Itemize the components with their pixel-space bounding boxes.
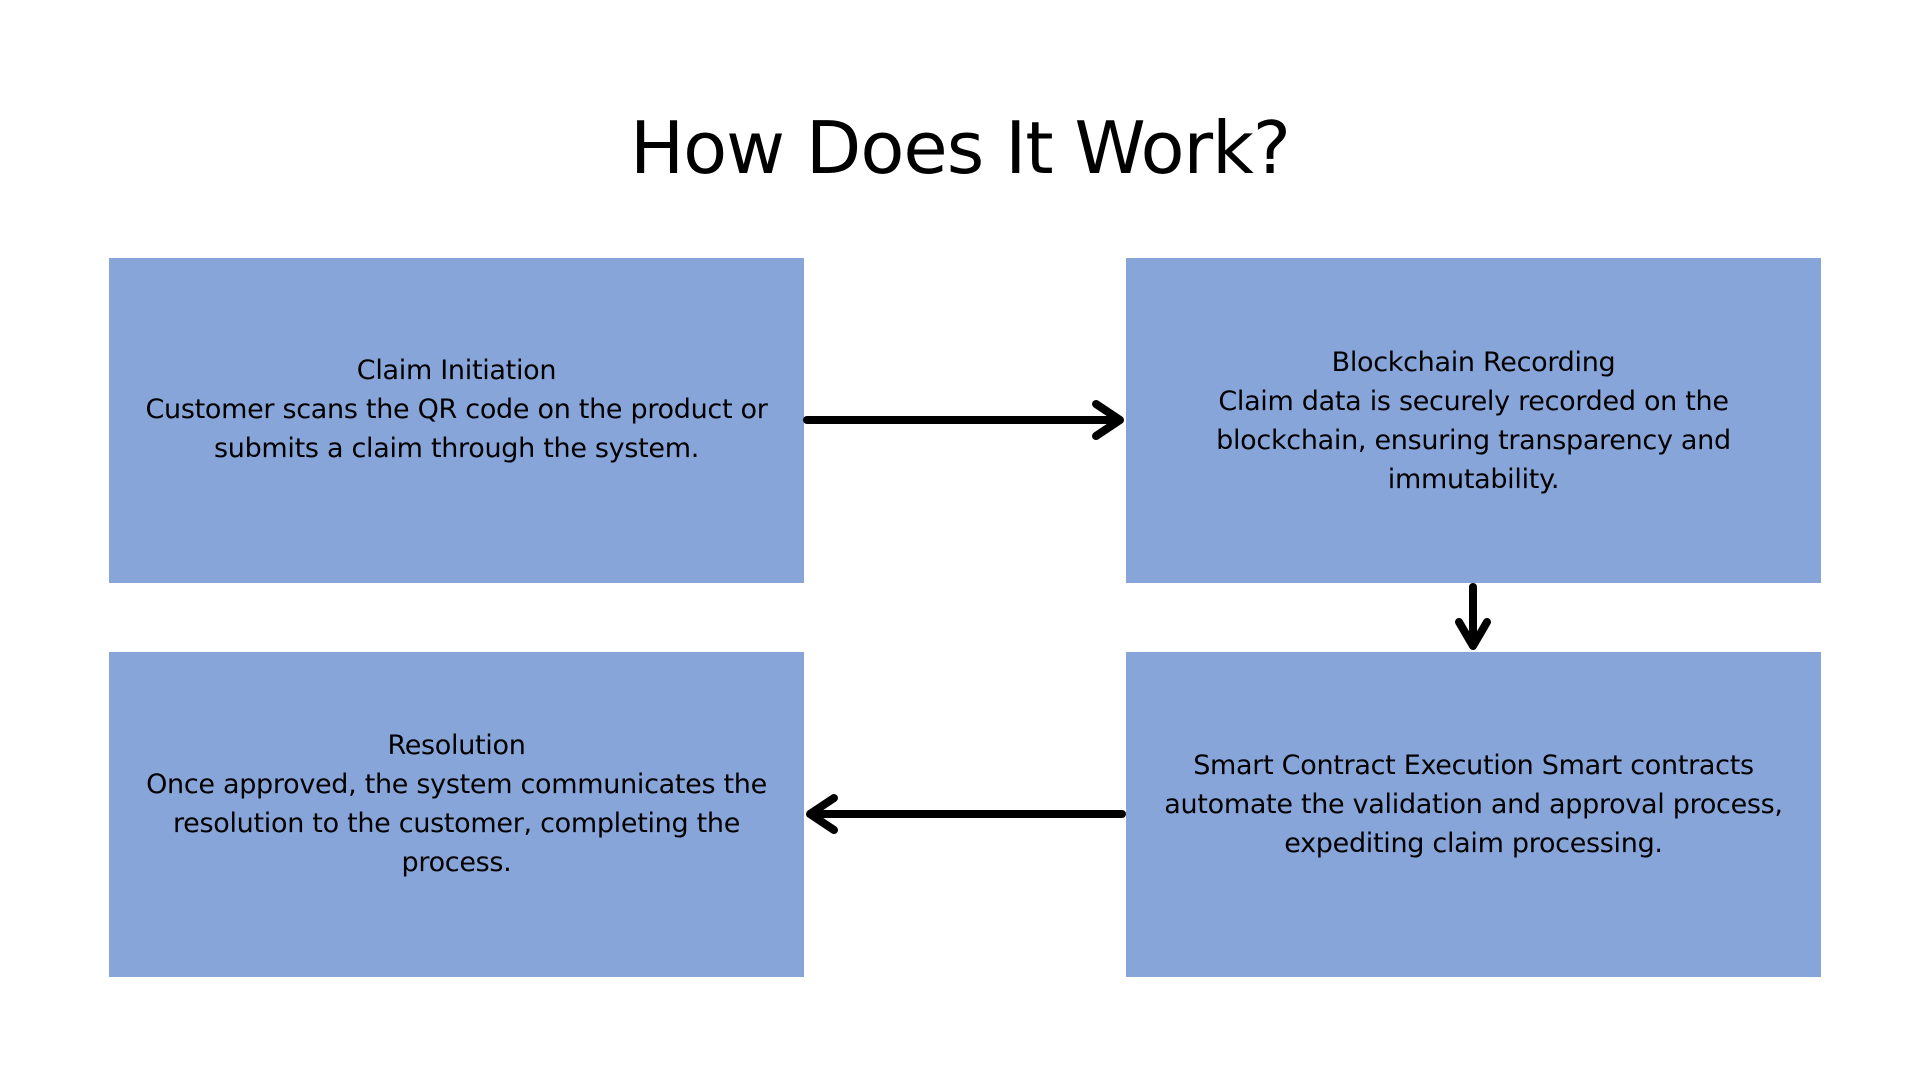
step-text: Blockchain Recording Claim data is secur… [1148,343,1799,499]
step-description: Once approved, the system communicates t… [146,768,767,878]
arrow-left-icon [806,794,1126,834]
arrow-down-icon [1455,583,1491,650]
step-heading: Claim Initiation [356,355,557,386]
step-box-blockchain-recording: Blockchain Recording Claim data is secur… [1126,258,1821,583]
page-title: How Does It Work? [629,106,1291,190]
step-heading: Smart Contract Execution [1193,750,1534,781]
step-box-smart-contract-execution: Smart Contract Execution Smart contracts… [1126,652,1821,977]
step-box-resolution: Resolution Once approved, the system com… [109,652,804,977]
step-heading: Resolution [387,729,526,761]
step-description: Claim data is securely recorded on the b… [1216,385,1731,495]
step-text: Resolution Once approved, the system com… [131,726,782,882]
step-text: Smart Contract Execution Smart contracts… [1148,746,1799,863]
step-box-claim-initiation: Claim Initiation Customer scans the QR c… [109,258,804,583]
arrow-right-icon [803,400,1124,440]
step-text: Claim Initiation Customer scans the QR c… [131,351,782,468]
step-heading: Blockchain Recording [1331,346,1616,378]
step-description: Customer scans the QR code on the produc… [145,394,768,464]
step-description: Smart contracts automate the validation … [1164,750,1783,859]
